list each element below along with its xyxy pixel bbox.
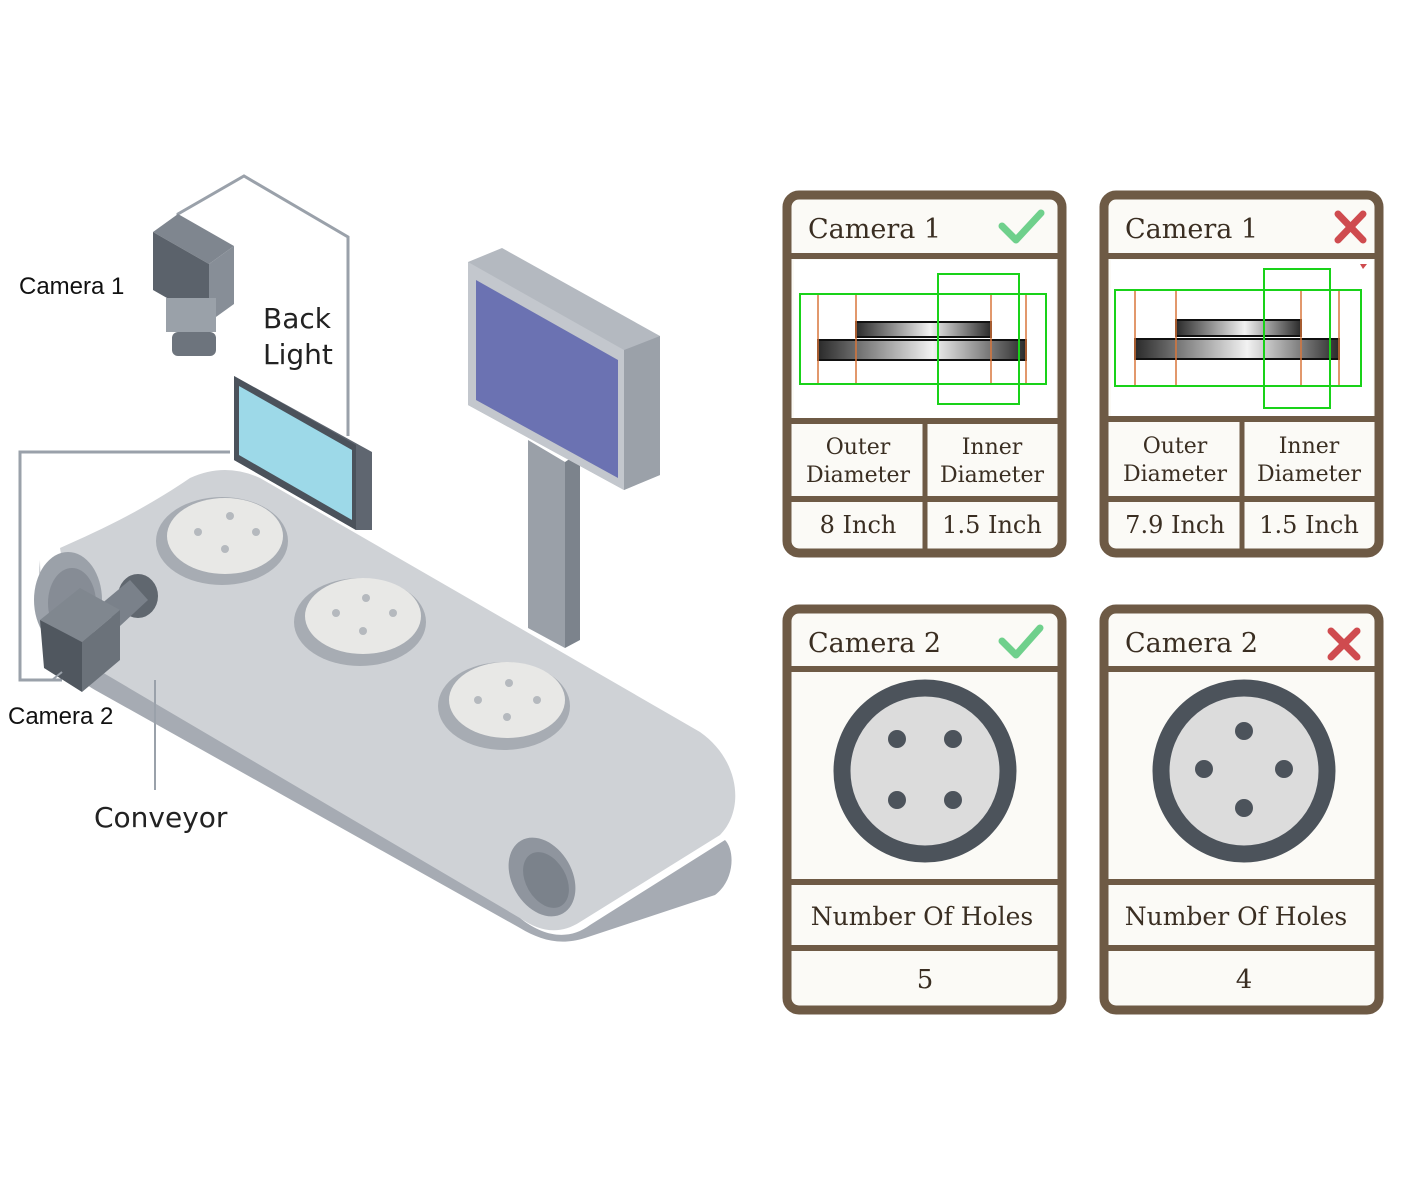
camera-2-label: Camera 2 bbox=[8, 703, 113, 730]
inner-diameter-value: 1.5 Inch bbox=[1259, 511, 1359, 539]
part-disc-2 bbox=[294, 578, 426, 666]
hole-count-label: Number Of Holes bbox=[811, 902, 1034, 931]
part-top-view bbox=[833, 679, 1017, 863]
hole-count-label: Number Of Holes bbox=[1125, 902, 1348, 931]
col1-header-line2: Diameter bbox=[806, 463, 911, 488]
check-icon bbox=[998, 209, 1045, 244]
card-camera2-pass: Camera 2 Number Of Holes 5 bbox=[782, 604, 1067, 1015]
col1-header-line1: Outer bbox=[826, 435, 891, 460]
camera-2-device bbox=[40, 574, 158, 692]
part-disc-1 bbox=[156, 497, 288, 585]
col2-header-line1: Inner bbox=[962, 435, 1023, 460]
conveyor-label: Conveyor bbox=[94, 801, 228, 834]
monitor bbox=[468, 248, 660, 648]
outer-diameter-value: 7.9 Inch bbox=[1125, 511, 1225, 539]
col2-header-line2: Diameter bbox=[1257, 462, 1362, 487]
col1-header-line1: Outer bbox=[1143, 434, 1208, 459]
check-icon bbox=[998, 624, 1044, 659]
back-light bbox=[234, 376, 372, 530]
part-top-view bbox=[1152, 679, 1336, 863]
camera-1-device bbox=[153, 214, 234, 356]
hole-count-value: 4 bbox=[1236, 965, 1253, 995]
back-light-label-line1: Back bbox=[263, 302, 332, 335]
card-title: Camera 1 bbox=[808, 214, 941, 245]
card-title: Camera 2 bbox=[1125, 628, 1258, 659]
card-camera1-fail: Camera 1 Outer Diameter Inner Diameter 7… bbox=[1099, 190, 1384, 558]
back-light-label-line2: Light bbox=[263, 338, 333, 371]
measurement-image bbox=[794, 260, 1056, 418]
hole-count-value: 5 bbox=[917, 965, 934, 995]
col2-header-line2: Diameter bbox=[940, 463, 1045, 488]
cross-icon bbox=[1327, 627, 1361, 661]
outer-diameter-value: 8 Inch bbox=[820, 511, 897, 539]
inner-diameter-value: 1.5 Inch bbox=[942, 511, 1042, 539]
measurement-image bbox=[1111, 260, 1373, 416]
camera-1-label: Camera 1 bbox=[19, 273, 124, 300]
card-title: Camera 2 bbox=[808, 628, 941, 659]
cross-icon bbox=[1334, 210, 1367, 244]
card-camera2-fail: Camera 2 Number Of Holes 4 bbox=[1099, 604, 1384, 1015]
col1-header-line2: Diameter bbox=[1123, 462, 1228, 487]
col2-header-line1: Inner bbox=[1279, 434, 1340, 459]
part-disc-3 bbox=[438, 662, 570, 750]
back-light-screen bbox=[239, 386, 352, 520]
card-title: Camera 1 bbox=[1125, 214, 1258, 245]
card-camera1-pass: Camera 1 Outer Diameter Inner Diameter 8… bbox=[782, 190, 1067, 558]
camera2-leader-line bbox=[51, 671, 63, 681]
monitor-screen bbox=[476, 280, 618, 478]
camera2-cable bbox=[18, 450, 230, 682]
conveyor bbox=[34, 470, 736, 942]
